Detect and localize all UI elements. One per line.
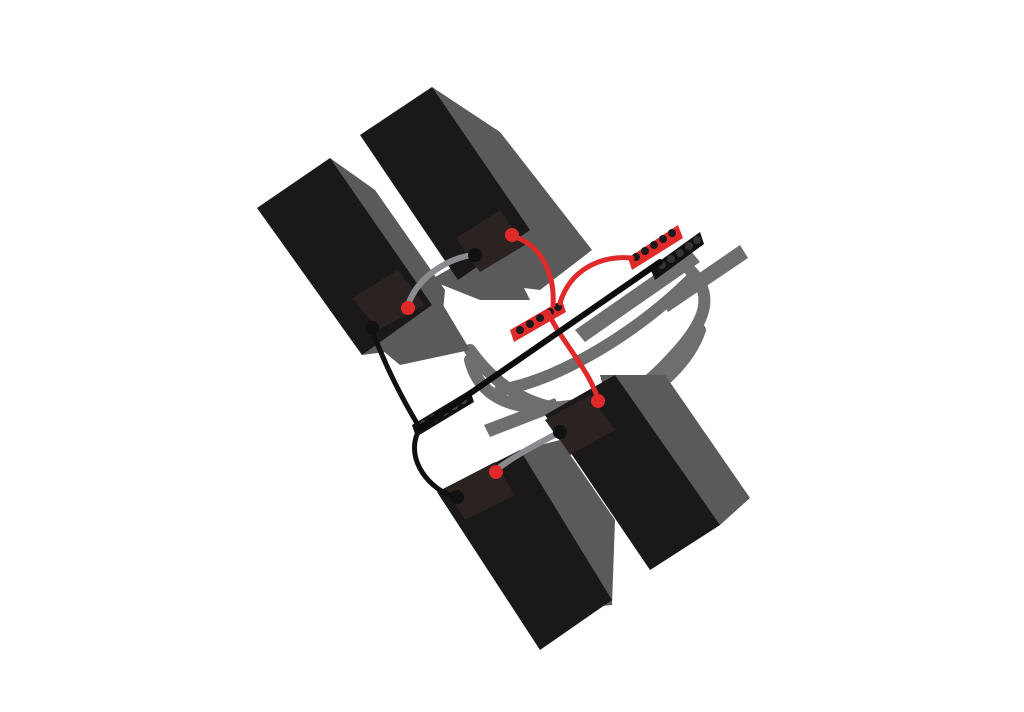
positive-cable — [509, 233, 556, 308]
negative-terminal — [468, 248, 482, 262]
battery-bottom-right — [545, 375, 750, 570]
negative-cable — [369, 327, 421, 428]
battery-top-right — [360, 87, 592, 300]
negative-terminal — [365, 321, 379, 335]
positive-terminal — [591, 394, 605, 408]
positive-busbar-upper — [628, 225, 683, 270]
terminal-pad — [545, 395, 615, 455]
positive-cable — [557, 255, 635, 306]
busbar-shadows — [484, 245, 748, 437]
negative-terminal — [553, 425, 567, 439]
positive-terminal — [505, 228, 519, 242]
positive-cable — [545, 309, 601, 403]
negative-terminal — [450, 490, 464, 504]
negative-cable — [411, 429, 458, 500]
battery-top-left — [257, 158, 470, 365]
negative-busbar-upper — [650, 232, 704, 280]
terminal-pad — [352, 270, 425, 330]
terminals — [365, 228, 605, 504]
positive-terminal — [489, 465, 503, 479]
negative-main-cable — [417, 259, 663, 431]
positive-terminal — [401, 301, 415, 315]
